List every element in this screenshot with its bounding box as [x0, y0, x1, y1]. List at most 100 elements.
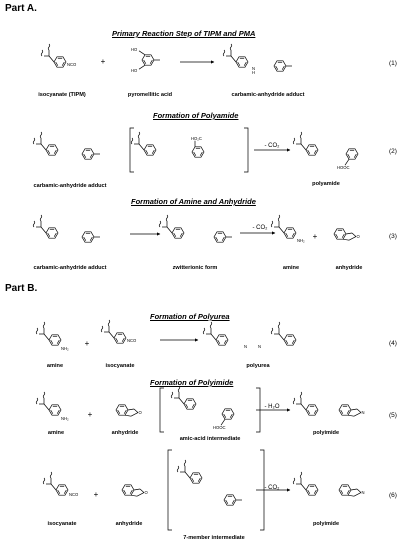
adduct-core-eq1 — [273, 60, 292, 72]
svg-text:O: O — [145, 490, 149, 495]
seven-member-aryl — [176, 459, 203, 484]
seven-member-core — [223, 494, 242, 506]
svg-text:N: N — [252, 66, 255, 71]
svg-text:HO: HO — [131, 68, 138, 73]
bracket-eq6 — [167, 449, 265, 531]
adduct-structure-eq2 — [32, 131, 59, 156]
adduct-core-eq2 — [81, 148, 100, 160]
label-isocyanate-1: isocyanate — [105, 363, 135, 369]
svg-text:O: O — [357, 234, 361, 239]
label-polyurea: polyurea — [246, 363, 270, 369]
isocyanate-structure-eq4 — [100, 319, 127, 344]
equation-number-2: (2) — [389, 148, 397, 155]
part-b-title: Part B. — [5, 283, 38, 294]
svg-text:NH₂: NH₂ — [297, 238, 305, 243]
label-anhydride-1: anhydride — [335, 265, 363, 271]
amic-acid-core: HOOC — [213, 408, 235, 430]
label-anhydride-3: anhydride — [115, 521, 143, 527]
section-heading-polyamide: Formation of Polyamide — [153, 111, 239, 120]
label-isocyanate-2: isocyanate — [47, 521, 77, 527]
amic-acid-aryl — [170, 385, 197, 410]
intermediate-brackets — [129, 127, 265, 531]
label-pyromellitic-acid: pyromellitic acid — [127, 92, 173, 98]
amine-structure-eq3 — [270, 214, 297, 239]
svg-text:N: N — [362, 410, 365, 415]
svg-text:NCO: NCO — [127, 338, 137, 343]
arrow-label-eq3: - CO₂ — [252, 225, 268, 231]
adduct-core-eq3 — [81, 231, 100, 243]
svg-text:N: N — [258, 344, 261, 349]
amine-structure-eq5 — [35, 391, 62, 416]
reaction-arrows — [130, 60, 291, 492]
plus-sign-eq6: + — [93, 490, 99, 499]
label-polyamide: polyamide — [312, 181, 340, 187]
svg-text:N: N — [244, 344, 247, 349]
label-carbamic-anhydride-adduct-3: carbamic-anhydride adduct — [33, 265, 107, 271]
equation-number-6: (6) — [389, 492, 397, 499]
zwitterion-core — [213, 231, 232, 243]
arrow-label-eq5: - H₂O — [264, 404, 280, 410]
svg-text:N: N — [362, 490, 365, 495]
label-zwitterionic-form: zwitterionic form — [172, 265, 218, 271]
isocyanate-structure-eq6 — [42, 471, 69, 496]
svg-text:NH₂: NH₂ — [61, 416, 69, 421]
label-polyimide-1: polyimide — [312, 430, 340, 436]
anhydride-structure-eq3: O — [333, 228, 361, 241]
label-carbamic-anhydride-adduct-1: carbamic-anhydride adduct — [231, 92, 305, 98]
polyurea-left-aryl — [202, 321, 229, 346]
svg-text:O: O — [139, 410, 143, 415]
equation-number-5: (5) — [389, 412, 397, 419]
equation-number-3: (3) — [389, 233, 397, 240]
label-amic-acid-intermediate: amic-acid intermediate — [179, 436, 241, 442]
plus-sign-eq1: + — [100, 57, 106, 66]
adduct-structure-eq3 — [32, 214, 59, 239]
section-heading-polyimide: Formation of Polyimide — [150, 378, 234, 387]
polyurea-right-aryl — [270, 321, 297, 346]
zwitterion-structure — [158, 214, 185, 239]
tipm-isocyanate-structure — [40, 43, 67, 68]
svg-text:HOOC: HOOC — [213, 425, 226, 430]
label-7-member-intermediate: 7-member intermediate — [183, 535, 245, 541]
polyamide-structure — [292, 131, 319, 156]
section-heading-primary-reaction: Primary Reaction Step of TIPM and PMA — [112, 29, 256, 38]
arrow-label-eq2: - CO₂ — [264, 143, 280, 149]
part-a-title: Part A. — [5, 3, 37, 14]
section-heading-polyurea: Formation of Polyurea — [150, 312, 230, 321]
svg-text:HO₂C: HO₂C — [191, 136, 202, 141]
label-polyimide-2: polyimide — [312, 521, 340, 527]
plus-sign-eq3: + — [312, 232, 318, 241]
plus-sign-eq5: + — [87, 410, 93, 419]
anhydride-structure-eq6: O — [121, 484, 149, 497]
polyimide-aryl-eq5 — [292, 391, 319, 416]
label-amine-1: amine — [282, 265, 300, 271]
label-amine-3: amine — [47, 430, 65, 436]
pyromellitic-acid-structure: HO HO — [131, 47, 160, 73]
svg-text:NCO: NCO — [69, 492, 79, 497]
label-anhydride-2: anhydride — [111, 430, 139, 436]
anhydride-structure-eq5: O — [115, 404, 143, 417]
plus-sign-eq4: + — [84, 339, 90, 348]
section-heading-amine-anhydride: Formation of Amine and Anhydride — [131, 197, 256, 206]
amine-structure-eq4 — [35, 321, 62, 346]
label-isocyanate-tipm: isocyanate (TIPM) — [38, 92, 86, 98]
polyimide-core-eq5: N — [338, 404, 365, 417]
bracket-eq5 — [159, 387, 261, 433]
bracket-eq2 — [129, 127, 249, 173]
svg-text:NCO: NCO — [67, 62, 77, 67]
polyimide-core-eq6: N — [338, 484, 365, 497]
polyamide-core: HOOC — [337, 148, 359, 170]
svg-text:HO: HO — [131, 47, 138, 52]
equation-number-4: (4) — [389, 340, 397, 347]
transition-state-structure-eq2 — [130, 131, 157, 156]
transition-core-eq2: HO₂C — [191, 136, 205, 158]
svg-text:NH₂: NH₂ — [61, 346, 69, 351]
svg-text:H: H — [252, 70, 255, 75]
equation-number-1: (1) — [389, 60, 397, 67]
polyimide-aryl-eq6 — [292, 471, 319, 496]
label-amine-2: amine — [46, 363, 64, 369]
svg-text:HOOC: HOOC — [337, 165, 350, 170]
arrow-label-eq6: - CO₂ — [264, 485, 280, 491]
adduct-structure-eq1 — [222, 43, 249, 68]
